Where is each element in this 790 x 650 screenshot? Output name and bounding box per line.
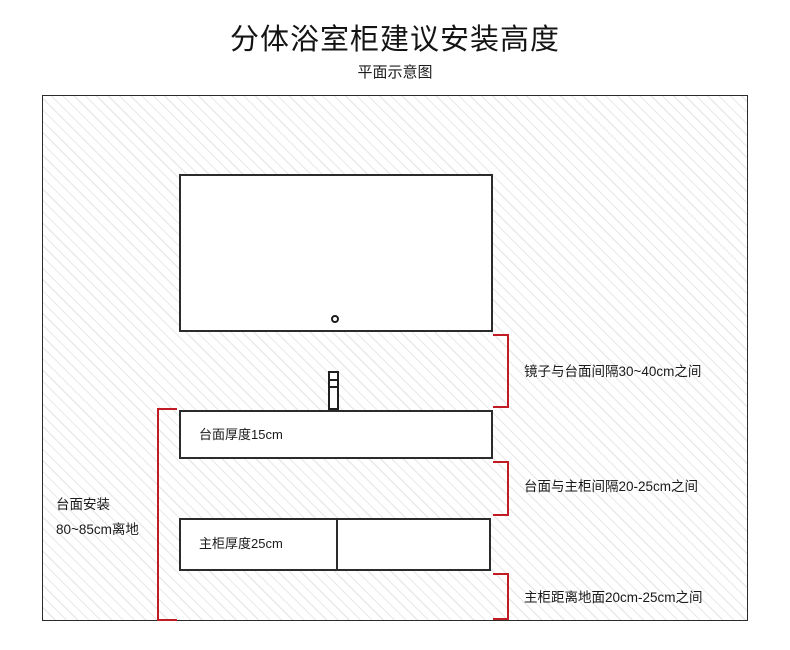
annotation-mirror-to-countertop: 镜子与台面间隔30~40cm之间 [524,364,702,379]
faucet-detail-line-bottom [330,386,337,388]
faucet-icon [328,371,339,410]
countertop-label: 台面厚度15cm [199,427,283,442]
bracket-mirror-to-countertop [493,334,509,408]
main-cabinet-label: 主柜厚度25cm [199,536,283,551]
mirror-unit [179,174,493,332]
bracket-countertop-install-height [157,408,177,621]
faucet-detail-line-top [330,379,337,381]
main-cabinet-divider [336,518,338,571]
countertop-install-height-line2: 80~85cm离地 [56,522,139,537]
countertop-unit [179,410,493,459]
annotation-cabinet-to-floor: 主柜距离地面20cm-25cm之间 [524,590,703,605]
title-block: 分体浴室柜建议安装高度 平面示意图 [0,22,790,84]
main-cabinet-unit [179,518,491,571]
countertop-install-height-annotation: 台面安装 80~85cm离地 [56,492,139,542]
page-title: 分体浴室柜建议安装高度 [229,24,560,56]
mirror-touch-sensor-icon [331,315,339,323]
annotation-countertop-to-cabinet: 台面与主柜间隔20-25cm之间 [524,479,699,494]
countertop-install-height-line1: 台面安装 [56,497,110,512]
page-subtitle: 平面示意图 [357,64,433,81]
bracket-countertop-to-cabinet [493,461,509,516]
bracket-cabinet-to-floor [493,573,509,620]
